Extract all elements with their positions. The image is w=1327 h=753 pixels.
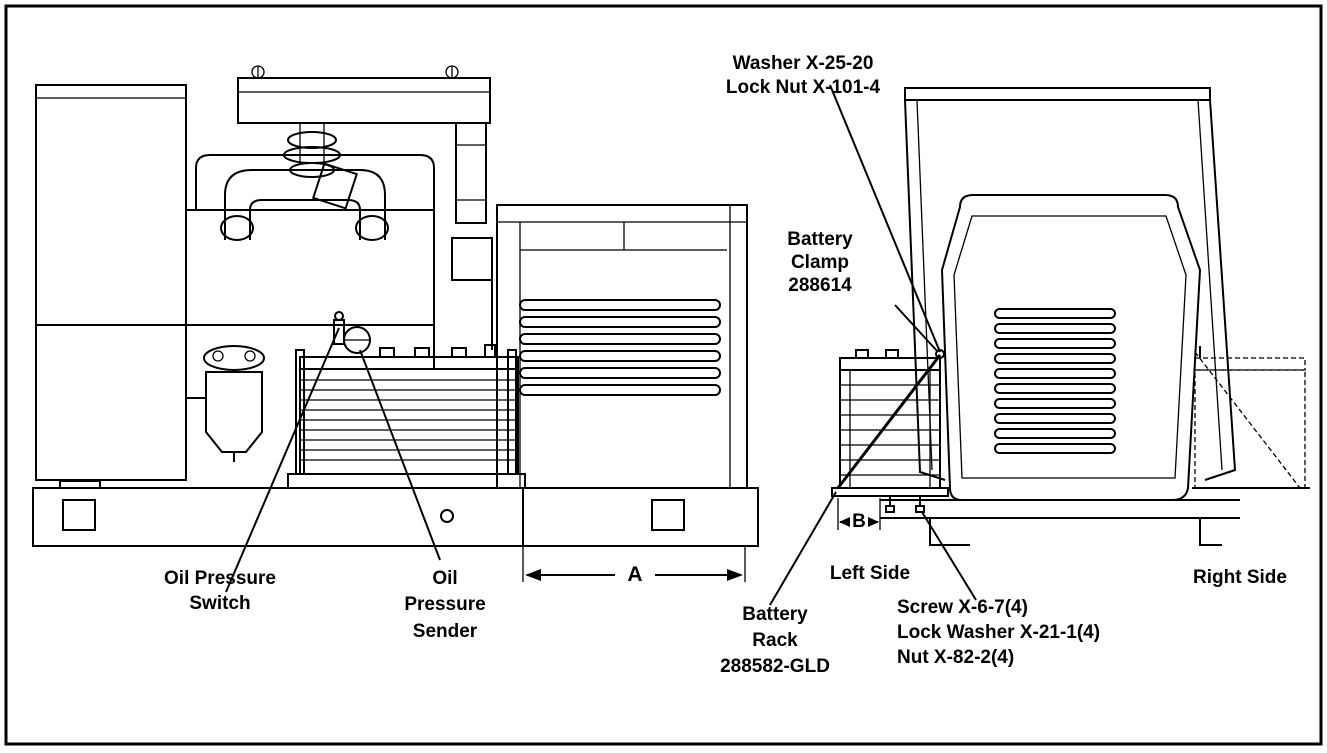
lock-nut-label: Lock Nut X-101-4 xyxy=(725,77,881,98)
leader-oil-pressure-sender xyxy=(359,349,441,561)
left-side-label: Left Side xyxy=(829,563,911,584)
battery-left-side xyxy=(831,349,949,513)
leader-battery-clamp xyxy=(894,304,939,353)
battery-clamp-label-2: Clamp xyxy=(790,252,850,273)
battery-clamp-label-3: 288614 xyxy=(788,275,852,296)
oil-pressure-sender-label-3: Sender xyxy=(412,621,478,642)
skid-cutout-left xyxy=(62,499,96,531)
oil-pressure-switch-label-1: Oil Pressure xyxy=(164,568,276,589)
oil-pressure-sender-label-1: Oil xyxy=(432,568,458,589)
fuel-filter xyxy=(186,345,265,462)
battery-rack-label-1: Battery xyxy=(742,604,808,625)
generator-louvers xyxy=(519,299,721,396)
exhaust-manifold xyxy=(224,169,386,240)
oil-pressure-sender-label-2: Pressure xyxy=(404,594,486,615)
skid-cutout-right xyxy=(651,499,685,531)
base-skid xyxy=(32,487,759,547)
generator-side-view xyxy=(32,65,759,593)
intake-pipe xyxy=(455,122,487,224)
dimension-a-label: A xyxy=(627,563,643,586)
leader-washer xyxy=(829,84,941,353)
oil-pressure-switch xyxy=(333,319,345,345)
frame-border xyxy=(4,4,1323,746)
screw-label: Screw X-6-7(4) xyxy=(897,597,1028,618)
engine-top xyxy=(195,154,435,210)
battery-clamp-label-1: Battery xyxy=(787,229,853,250)
pulley xyxy=(287,131,337,149)
skid-hole xyxy=(440,509,454,523)
washer-label: Washer X-25-20 xyxy=(732,53,874,74)
generator-end-view xyxy=(769,84,1310,606)
engine-block xyxy=(185,209,435,326)
leader-battery-rack xyxy=(769,491,837,606)
battery-right-side xyxy=(1192,346,1310,489)
battery-clamp-rod xyxy=(836,354,942,489)
nut-label: Nut X-82-2(4) xyxy=(897,647,1015,668)
dimension-b-label: B xyxy=(852,511,866,532)
end-louvers xyxy=(994,308,1116,454)
battery-rack-side xyxy=(287,473,526,489)
oil-pressure-switch-label-2: Switch xyxy=(189,593,251,614)
right-side-label: Right Side xyxy=(1193,567,1287,588)
end-housing xyxy=(940,194,1202,501)
battery-rack-label-3: 288582-GLD xyxy=(720,656,830,677)
leader-oil-pressure-switch xyxy=(225,327,340,593)
end-top-rail xyxy=(904,87,1211,101)
battery-rack-end xyxy=(831,487,949,497)
generator-housing xyxy=(496,204,748,489)
battery-rack-label-2: Rack xyxy=(752,630,798,651)
control-box xyxy=(35,84,187,481)
air-cleaner xyxy=(237,77,491,124)
battery-body xyxy=(299,368,519,475)
lock-washer-label: Lock Washer X-21-1(4) xyxy=(897,622,1101,643)
leader-hardware xyxy=(921,511,977,601)
